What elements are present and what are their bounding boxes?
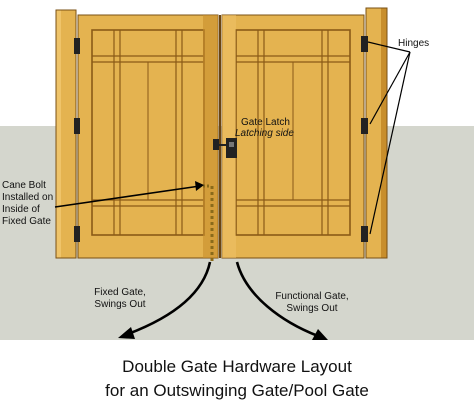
svg-text:Fixed Gate,: Fixed Gate, (94, 287, 146, 298)
cane-bolt-label: Cane Bolt Installed on Inside of Fixed G… (2, 180, 53, 227)
functional-gate-arrowhead (312, 329, 328, 340)
hinge-icon (74, 226, 80, 242)
hinge-icon (74, 38, 80, 54)
fixed-gate (77, 14, 219, 259)
hinge-icon (74, 118, 80, 134)
fixed-gate-label: Fixed Gate, Swings Out (94, 287, 146, 310)
hinge-leaders (367, 41, 411, 235)
caption-line-2: for an Outswinging Gate/Pool Gate (105, 381, 369, 400)
svg-text:Installed on: Installed on (2, 192, 53, 203)
svg-text:Fixed Gate: Fixed Gate (2, 216, 51, 227)
hinges-label: Hinges (398, 38, 429, 49)
hinge-icon (361, 226, 368, 242)
svg-text:Swings Out: Swings Out (286, 303, 337, 314)
svg-text:Cane Bolt: Cane Bolt (2, 180, 46, 191)
fixed-gate-swing-arrow (127, 261, 212, 336)
hinge-icon (361, 118, 368, 134)
functional-gate-swing-arrow (235, 261, 319, 338)
gate-latch-icon (213, 138, 237, 158)
svg-text:Swings Out: Swings Out (94, 299, 145, 310)
cane-bolt-icon (203, 184, 214, 262)
functional-gate-label: Functional Gate, Swings Out (275, 291, 348, 314)
svg-text:Functional Gate,: Functional Gate, (275, 291, 348, 302)
gate-latch-label: Gate Latch (241, 117, 290, 128)
hinge-icon (361, 36, 368, 52)
fixed-gate-arrowhead (118, 327, 135, 339)
cane-bolt-leader (54, 185, 201, 208)
functional-gate (221, 14, 365, 259)
latching-side-label: Latching side (235, 128, 294, 139)
svg-text:Inside of: Inside of (2, 204, 40, 215)
left-post (55, 9, 77, 259)
cane-bolt-arrowhead (195, 181, 204, 191)
caption-line-1: Double Gate Hardware Layout (122, 357, 352, 376)
right-hinges (361, 36, 368, 242)
left-hinges (74, 38, 80, 242)
